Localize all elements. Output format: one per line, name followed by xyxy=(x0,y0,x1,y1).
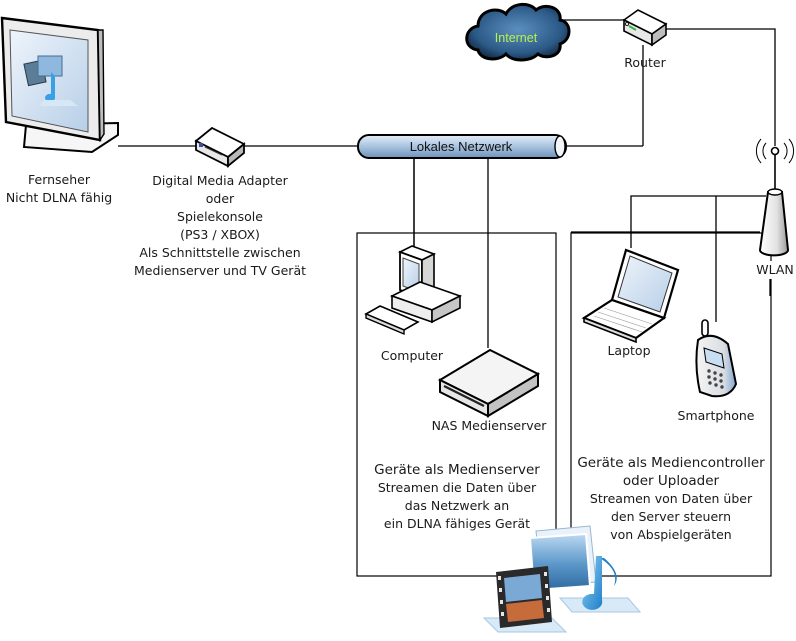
server-group-line-4: ein DLNA fähiges Gerät xyxy=(383,516,531,531)
media-adapter-icon xyxy=(194,126,246,168)
router-icon xyxy=(622,9,668,47)
controller-group-line-3: Streamen von Daten über xyxy=(589,491,753,506)
server-group-box xyxy=(356,232,557,577)
computer-icon xyxy=(364,245,463,336)
laptop-label: Laptop xyxy=(607,343,651,358)
adapter-label-line-5: Als Schnittstelle zwischen xyxy=(139,245,301,260)
wlan-icon xyxy=(755,138,795,257)
laptop-icon xyxy=(581,248,680,344)
lan-label: Lokales Netzwerk xyxy=(410,139,513,154)
wlan-label: WLAN xyxy=(748,261,796,279)
internet-label: Internet xyxy=(495,31,538,45)
smartphone-label: Smartphone xyxy=(677,408,755,423)
smartphone-icon xyxy=(695,319,738,398)
server-group-line-3: das Netzwerk an xyxy=(404,498,510,513)
connections xyxy=(118,19,776,348)
lan-bus xyxy=(357,134,567,159)
adapter-label-line-3: Spielekonsole xyxy=(177,209,263,224)
tv-label: Fernseher Nicht DLNA fähig xyxy=(0,171,118,207)
controller-group-box xyxy=(570,232,772,577)
tv-label-line-2: Nicht DLNA fähig xyxy=(5,190,113,205)
controller-group-title: Geräte als Mediencontroller xyxy=(577,455,765,471)
nas-label: NAS Medienserver xyxy=(431,418,547,433)
adapter-label-line-1: Digital Media Adapter xyxy=(152,173,288,188)
adapter-label-line-2: oder xyxy=(205,191,235,206)
controller-group-line-4: den Server steuern xyxy=(610,509,732,524)
controller-group-description: Geräte als Mediencontroller oder Uploade… xyxy=(566,454,776,544)
server-group-title: Geräte als Medienserver xyxy=(374,462,540,478)
controller-group-line-5: von Abspielgeräten xyxy=(610,527,732,542)
adapter-label-line-6: Medienserver und TV Gerät xyxy=(133,263,307,278)
controller-group-line-2: oder Uploader xyxy=(622,473,720,489)
adapter-label-line-4: (PS3 / XBOX) xyxy=(180,227,260,242)
tv-label-line-1: Fernseher xyxy=(28,172,90,187)
nas-icon xyxy=(437,348,541,418)
tv-icon xyxy=(0,16,119,154)
router-label: Router xyxy=(624,55,666,70)
adapter-label: Digital Media Adapter oder Spielekonsole… xyxy=(120,172,320,280)
link-router-wlan xyxy=(666,28,776,146)
link-wlan-laptop xyxy=(630,195,766,248)
computer-label: Computer xyxy=(380,348,444,363)
server-group-description: Geräte als Medienserver Streamen die Dat… xyxy=(357,461,557,533)
internet-cloud-icon xyxy=(465,3,571,62)
media-files-icon xyxy=(482,525,642,633)
server-group-line-2: Streamen die Daten über xyxy=(377,480,537,495)
